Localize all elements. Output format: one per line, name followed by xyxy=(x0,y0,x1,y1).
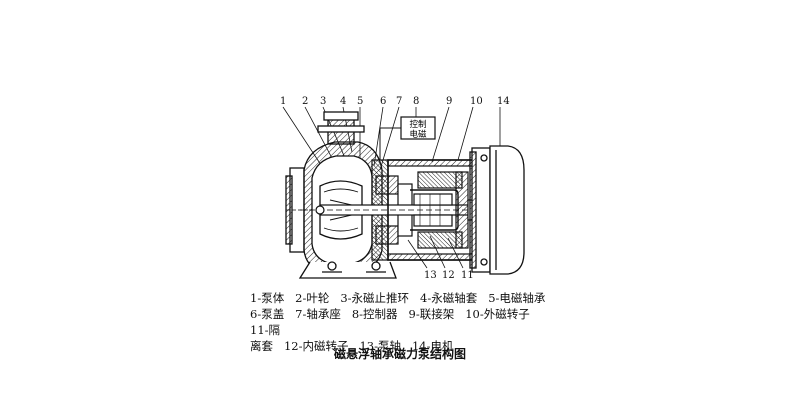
motor xyxy=(469,145,525,275)
callout-7: 7 xyxy=(396,96,402,107)
legend-item: 4-永磁轴套 xyxy=(420,291,478,305)
legend-item: 11-隔 xyxy=(250,323,281,337)
legend-item: 7-轴承座 xyxy=(295,307,341,321)
callout-6: 6 xyxy=(380,96,386,107)
legend-row-1: 1-泵体 2-叶轮 3-永磁止推环 4-永磁轴套 5-电磁轴承 xyxy=(250,290,570,306)
callout-2: 2 xyxy=(302,96,308,107)
legend-item: 5-电磁轴承 xyxy=(488,291,546,305)
callout-10: 10 xyxy=(470,96,483,107)
legend-item: 14-电机 xyxy=(411,339,454,353)
legend-item: 3-永磁止推环 xyxy=(340,291,410,305)
callout-8: 8 xyxy=(413,96,419,107)
figure-caption: 磁悬浮轴承磁力泵结构图 xyxy=(333,347,466,361)
controller-label-line2: 电磁 xyxy=(409,129,427,140)
legend-item: 9-联接架 xyxy=(408,307,455,321)
controller-label-line1: 控制 xyxy=(409,119,426,130)
callout-12: 12 xyxy=(442,270,455,281)
callout-14: 14 xyxy=(497,96,510,107)
callout-13: 13 xyxy=(424,270,437,281)
legend-item: 10-外磁转子 xyxy=(465,307,530,321)
callout-9: 9 xyxy=(446,96,452,107)
legend-item: 2-叶轮 xyxy=(295,291,330,305)
callout-5: 5 xyxy=(357,96,363,107)
controller-box: 控制 电磁 xyxy=(379,116,436,160)
parts-legend: 1-泵体 2-叶轮 3-永磁止推环 4-永磁轴套 5-电磁轴承 6-泵盖 7-轴… xyxy=(250,290,570,354)
callout-numbers: 1 2 3 4 5 6 7 8 9 10 14 13 12 11 xyxy=(280,96,510,281)
legend-row-3: 离套 12-内磁转子 13-泵轴 14-电机 xyxy=(250,338,570,354)
legend-item: 离套 xyxy=(250,339,273,353)
legend-item: 13-泵轴 xyxy=(359,339,401,353)
callout-11: 11 xyxy=(461,270,474,281)
legend-item: 8-控制器 xyxy=(351,307,398,321)
legend-item: 6-泵盖 xyxy=(250,307,285,321)
legend-row-2: 6-泵盖 7-轴承座 8-控制器 9-联接架 10-外磁转子 11-隔 xyxy=(250,306,570,338)
legend-item: 1-泵体 xyxy=(250,291,285,305)
callout-4: 4 xyxy=(340,96,346,107)
legend-item: 12-内磁转子 xyxy=(283,339,349,353)
callout-1: 1 xyxy=(280,96,286,107)
callout-3: 3 xyxy=(320,96,326,107)
